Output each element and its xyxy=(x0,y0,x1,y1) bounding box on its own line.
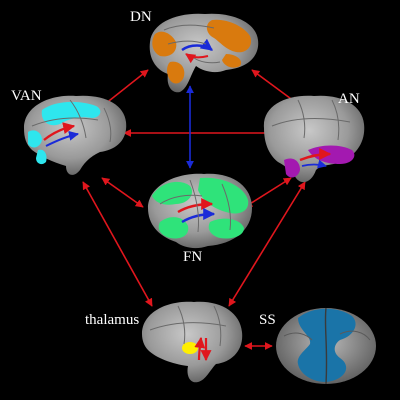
brain-dn xyxy=(149,13,259,93)
dn-region-precuneus xyxy=(222,54,242,68)
dn-region-parietal xyxy=(206,19,252,53)
brain-ss xyxy=(276,307,376,385)
fn-region-occipital xyxy=(208,218,244,239)
an-region-insula xyxy=(284,158,300,178)
brain-fn xyxy=(148,173,252,249)
fn-region-frontal xyxy=(152,181,193,205)
label-thalamus: thalamus xyxy=(85,312,140,328)
van-region-frontal xyxy=(28,130,42,148)
arrow-an-fn xyxy=(244,177,292,208)
brain-thalamus xyxy=(142,301,243,383)
dn-region-frontal xyxy=(152,31,177,57)
fn-region-temporal xyxy=(158,217,189,239)
connection-arrows xyxy=(82,69,306,350)
brain-an xyxy=(263,95,365,183)
label-an: AN xyxy=(338,91,360,107)
thalamus-region xyxy=(182,342,198,354)
brain-van xyxy=(24,95,127,175)
label-van: VAN xyxy=(11,88,42,104)
label-ss: SS xyxy=(259,312,276,328)
arrow-van-thalamus xyxy=(82,181,153,307)
label-fn: FN xyxy=(183,249,203,265)
dn-region-temporal xyxy=(167,61,185,84)
arrow-an-thalamus xyxy=(228,181,306,307)
arrow-van-fn xyxy=(101,177,144,208)
van-region-insula xyxy=(36,149,47,165)
label-dn: DN xyxy=(130,9,152,25)
